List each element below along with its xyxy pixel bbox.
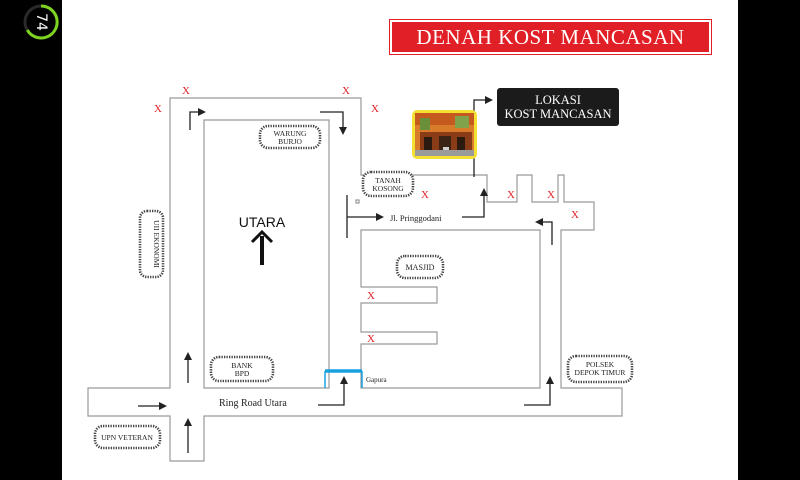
- landmark-tanah-kosong-box: [361, 170, 415, 198]
- north-arrow-icon: [250, 229, 274, 265]
- direction-arrow-icon: [189, 108, 206, 130]
- location-label: LOKASI KOST MANCASAN: [497, 88, 619, 126]
- direction-arrow-icon: [524, 376, 554, 406]
- page-counter-ring-icon[interactable]: [22, 3, 60, 41]
- road-network: [87, 97, 623, 462]
- direction-arrows: [138, 96, 554, 453]
- x-mark: X: [367, 333, 375, 345]
- map-title: DENAH KOST MANCASAN: [389, 19, 712, 55]
- landmark-polsek-line2: DEPOK TIMUR: [575, 368, 626, 377]
- landmark-bank-bpd-line1: BANK: [231, 361, 253, 370]
- landmark-bank-bpd-box: [209, 355, 275, 383]
- kost-building-photo: [412, 110, 477, 159]
- landmark-warung-burjo-line1: WARUNG: [274, 129, 307, 138]
- x-mark: X: [507, 189, 515, 201]
- gapura-label: Gapura: [366, 376, 387, 384]
- direction-arrow-icon: [320, 111, 347, 135]
- roads: [87, 97, 623, 462]
- landmark-bank-bpd-line2: BPD: [235, 369, 250, 378]
- x-mark: X: [421, 189, 429, 201]
- landmark-polsek-line1: POLSEK: [586, 360, 615, 369]
- landmark-uii-ekonomi-label: UII EKONOMI: [152, 220, 161, 268]
- x-mark: X: [342, 85, 350, 97]
- landmark-warung-burjo-line2: BURJO: [278, 137, 302, 146]
- landmark-tanah-kosong-line2: KOSONG: [372, 184, 404, 193]
- x-mark: X: [367, 290, 375, 302]
- location-label-line2: KOST MANCASAN: [504, 107, 612, 121]
- road-label-ring-road: Ring Road Utara: [219, 398, 287, 409]
- x-mark: X: [182, 85, 190, 97]
- landmark-masjid-box: [395, 254, 445, 280]
- x-mark: X: [547, 189, 555, 201]
- direction-arrow-icon: [535, 218, 553, 245]
- x-mark: X: [154, 103, 162, 115]
- landmark-upn-veteran-box: [93, 424, 162, 450]
- landmark-upn-veteran-label: UPN VETERAN: [101, 433, 153, 442]
- x-mark: X: [371, 103, 379, 115]
- direction-arrow-icon: [318, 376, 348, 406]
- road-label-jl-pringgodani: Jl. Pringgodani: [390, 213, 442, 223]
- x-mark: X: [571, 209, 579, 221]
- landmark-warung-burjo-box: [258, 124, 322, 150]
- landmark-polsek-box: [566, 354, 634, 384]
- direction-arrow-icon: [462, 188, 488, 218]
- landmark-uii-ekonomi-box: [138, 209, 165, 279]
- north-label: UTARA: [239, 214, 286, 230]
- landmark-tanah-kosong-line1: TANAH: [375, 176, 401, 185]
- landmark-masjid-label: MASJID: [406, 263, 435, 272]
- location-label-line1: LOKASI: [535, 93, 581, 107]
